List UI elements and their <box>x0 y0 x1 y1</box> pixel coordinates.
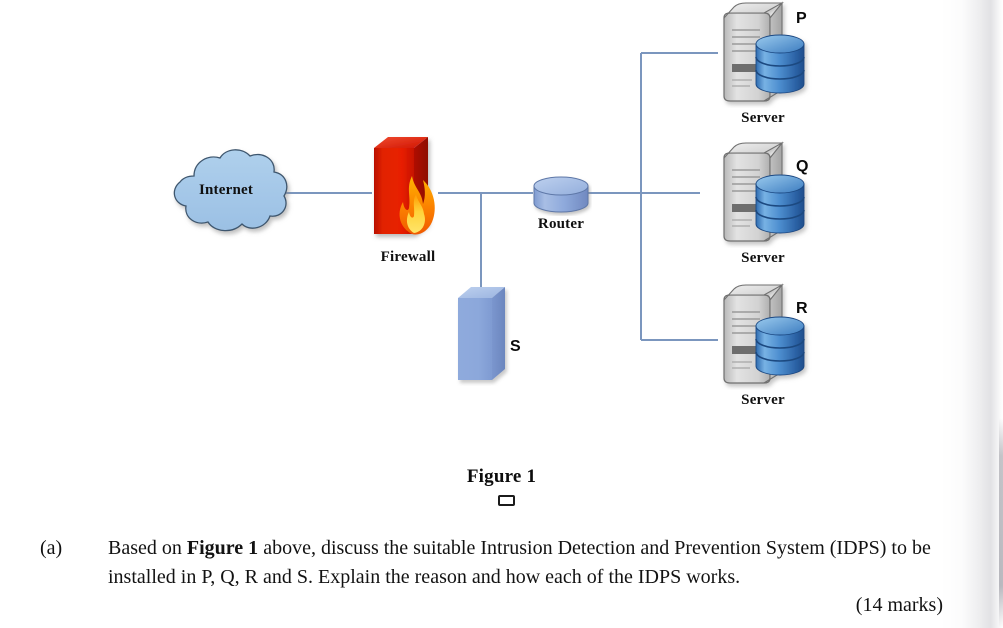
question-marks: (14 marks) <box>855 594 943 616</box>
question-row: (a) Based on Figure 1 above, discuss the… <box>0 528 1003 620</box>
node-label-firewall: Firewall <box>380 249 436 265</box>
node-tag-q: Q <box>796 158 809 175</box>
node-server-p: P Server <box>712 0 842 132</box>
node-tag-s: S <box>510 338 521 355</box>
question-text-part1: Based on <box>108 537 187 559</box>
node-server-q: Q Server <box>712 140 842 272</box>
node-label-server-r: Server <box>741 392 785 408</box>
firewall-brick-flame-icon <box>374 137 435 235</box>
question-text-bold-figure-ref: Figure 1 <box>186 537 259 559</box>
server-database-icon <box>723 1 805 102</box>
server-database-icon <box>723 283 805 384</box>
question-marker: (a) <box>40 537 63 559</box>
figure-caption: Figure 1 <box>466 466 537 487</box>
router-cylinder-icon <box>533 176 589 213</box>
question-block: (a) Based on Figure 1 above, discuss the… <box>0 528 1003 620</box>
node-label-server-q: Server <box>741 250 785 266</box>
node-device-s: S <box>452 282 562 392</box>
node-server-r: R Server <box>712 282 842 414</box>
server-database-icon <box>723 141 805 242</box>
diagram-connectors <box>286 52 718 341</box>
cloud-icon <box>173 149 288 232</box>
node-tag-r: R <box>796 300 808 317</box>
network-diagram: Internet <box>158 0 842 414</box>
scan-artifact-mark <box>498 495 515 506</box>
node-label-server-p: Server <box>741 110 785 126</box>
node-firewall: Firewall <box>366 134 450 270</box>
node-label-router: Router <box>537 216 585 232</box>
node-router: Router <box>530 176 592 238</box>
question-text-part2: above, discuss the suitable Intrusion De… <box>108 537 931 588</box>
appliance-box-icon <box>458 287 505 380</box>
node-tag-p: P <box>796 10 807 27</box>
node-label-internet: Internet <box>198 182 254 198</box>
question-text: Based on Figure 1 above, discuss the sui… <box>108 528 943 591</box>
node-internet: Internet <box>158 146 294 242</box>
